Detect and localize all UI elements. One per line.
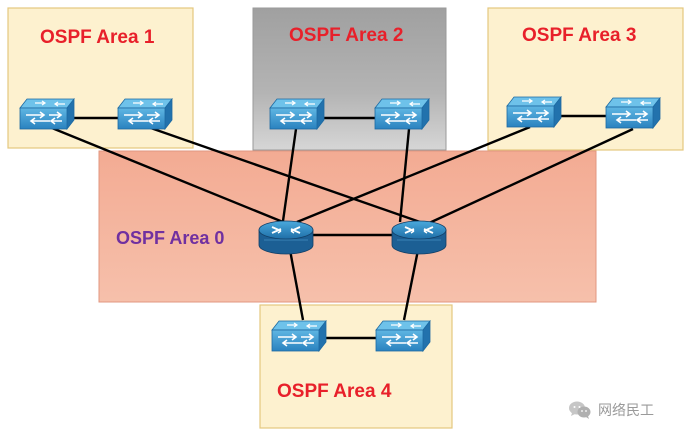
- area-1-label: OSPF Area 1: [40, 27, 155, 48]
- switch-icon: [605, 97, 661, 129]
- switch-icon: [269, 98, 325, 130]
- area-0-label: OSPF Area 0: [116, 228, 225, 248]
- link-a3-left-to-router-left: [296, 125, 531, 224]
- area-3-label: OSPF Area 3: [522, 25, 637, 46]
- switch-icon: [19, 98, 75, 130]
- link-router-left-to-a4-left: [288, 249, 305, 321]
- switch-icon: [374, 98, 430, 130]
- switch-icon: [117, 98, 173, 130]
- link-router-right-to-a4-right: [402, 249, 420, 321]
- link-a2-left-to-router-left: [281, 128, 298, 222]
- link-a1-left-to-router-left: [46, 124, 284, 224]
- area-0-box: [98, 150, 597, 303]
- router-icon: [391, 220, 447, 255]
- wechat-icon: [569, 401, 591, 419]
- link-a2-right-to-router-right: [398, 128, 411, 223]
- switch-icon: [506, 96, 562, 128]
- network-links: [46, 114, 634, 340]
- switch-icon: [271, 320, 327, 352]
- area-4-label: OSPF Area 4: [277, 381, 392, 402]
- link-a3-right-to-router-right: [426, 127, 634, 226]
- watermark-text: 网络民工: [598, 403, 654, 419]
- area-2-label: OSPF Area 2: [289, 25, 404, 46]
- link-a1-right-to-router-right: [144, 124, 421, 224]
- router-icon: [258, 220, 314, 255]
- switch-icon: [375, 320, 431, 352]
- watermark: 网络民工: [568, 400, 654, 420]
